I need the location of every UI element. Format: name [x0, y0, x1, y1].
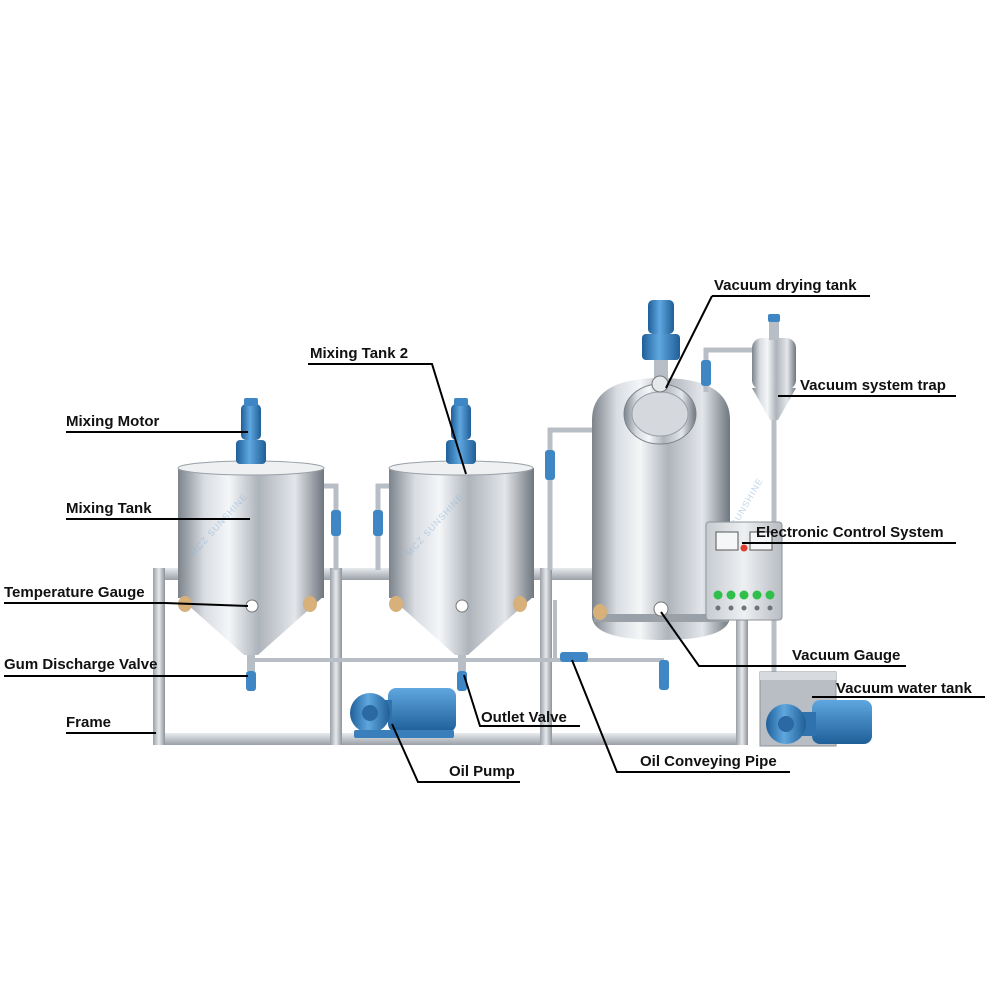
vacuum-pump — [766, 700, 872, 744]
label-electronic-control-system: Electronic Control System — [756, 524, 944, 541]
electronic-control-panel — [705, 521, 783, 621]
oil-pump — [350, 688, 456, 738]
label-vacuum-drying-tank: Vacuum drying tank — [714, 277, 857, 294]
leader-lines — [4, 295, 985, 783]
label-mixing-tank-2: Mixing Tank 2 — [310, 345, 408, 362]
label-vacuum-water-tank: Vacuum water tank — [836, 680, 973, 697]
mixing-tank-1: MCZ SUNSHINE — [177, 398, 341, 691]
label-mixing-tank: Mixing Tank — [66, 500, 152, 517]
label-outlet-valve: Outlet Valve — [481, 709, 567, 726]
label-mixing-motor: Mixing Motor — [66, 413, 159, 430]
label-oil-pump: Oil Pump — [449, 763, 515, 780]
label-oil-conveying-pipe: Oil Conveying Pipe — [640, 753, 777, 770]
label-gum-discharge-valve: Gum Discharge Valve — [4, 656, 157, 673]
label-vacuum-gauge: Vacuum Gauge — [792, 647, 900, 664]
oil-conveying-pipe — [252, 427, 669, 690]
callout-labels: Mixing Motor Mixing Tank Mixing Tank 2 T… — [4, 277, 973, 780]
label-frame: Frame — [66, 714, 111, 731]
label-vacuum-system-trap: Vacuum system trap — [800, 377, 946, 394]
label-temperature-gauge: Temperature Gauge — [4, 584, 145, 601]
mixing-tank-2: MCZ SUNSHINE — [373, 398, 534, 691]
